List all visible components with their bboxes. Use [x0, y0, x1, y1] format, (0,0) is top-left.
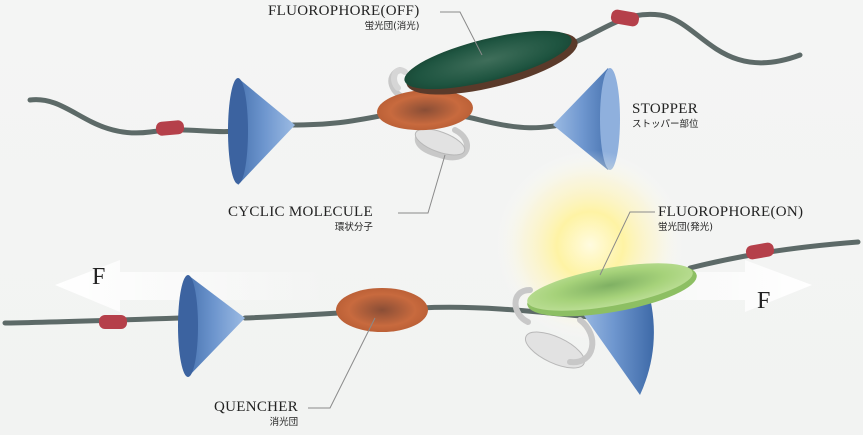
label-cyclic-molecule-jp: 環状分子 — [334, 222, 373, 233]
stopper-cone-base — [600, 68, 620, 170]
label-quencher-en: QUENCHER — [214, 399, 299, 415]
label-fluorophore-off-jp: 蛍光団(消光) — [364, 21, 420, 32]
leader-lines — [308, 11, 655, 409]
fluorophore-off-disk-top — [404, 30, 572, 90]
polymer-chain — [2, 315, 183, 326]
polymer-chain — [27, 97, 253, 136]
bead-marker — [610, 9, 640, 27]
leader-line-quencher — [308, 317, 376, 409]
bead-marker — [155, 120, 185, 136]
label-fluorophore-off-en: FLUOROPHORE(OFF) — [268, 3, 420, 19]
stopper-cone-base — [178, 275, 198, 377]
bead-marker — [745, 242, 775, 260]
force-label-left: F — [92, 264, 106, 290]
polymer-chain — [557, 11, 803, 66]
cyclic-molecule-ring — [512, 287, 596, 366]
quencher-disk — [336, 288, 428, 332]
top-rotaxane — [27, 9, 803, 185]
leader-line-cyclic — [398, 154, 446, 214]
label-cyclic-molecule: CYCLIC MOLECULE 環状分子 — [228, 205, 373, 233]
quencher-disk — [377, 89, 473, 131]
force-label-right: F — [757, 288, 771, 314]
leader-line-fluorophore-on — [599, 211, 655, 276]
fluorophore-on-disk-top — [527, 263, 693, 311]
leader-line-fluorophore-off — [440, 11, 483, 56]
label-quencher-jp: 消光団 — [269, 417, 299, 428]
label-fluorophore-on-en: FLUOROPHORE(ON) — [658, 204, 804, 220]
label-fluorophore-off: FLUOROPHORE(OFF) 蛍光団(消光) — [268, 4, 420, 32]
stopper-cone-base — [228, 78, 248, 184]
bead-marker — [99, 315, 127, 329]
cyclic-molecule-body — [414, 128, 466, 156]
label-quencher: QUENCHER 消光団 — [214, 400, 298, 428]
cyclic-molecule-body — [524, 331, 586, 369]
bottom-rotaxane — [2, 150, 861, 395]
label-cyclic-molecule-en: CYCLIC MOLECULE — [228, 204, 373, 220]
label-fluorophore-on: FLUOROPHORE(ON) 蛍光団(発光) — [658, 205, 803, 233]
cyclic-molecule-ring — [391, 67, 408, 91]
label-stopper-jp: ストッパー部位 — [632, 119, 699, 130]
polymer-chain — [687, 239, 861, 271]
label-stopper: STOPPER ストッパー部位 — [632, 102, 699, 130]
label-fluorophore-on-jp: 蛍光団(発光) — [658, 222, 713, 233]
label-stopper-en: STOPPER — [632, 101, 699, 117]
